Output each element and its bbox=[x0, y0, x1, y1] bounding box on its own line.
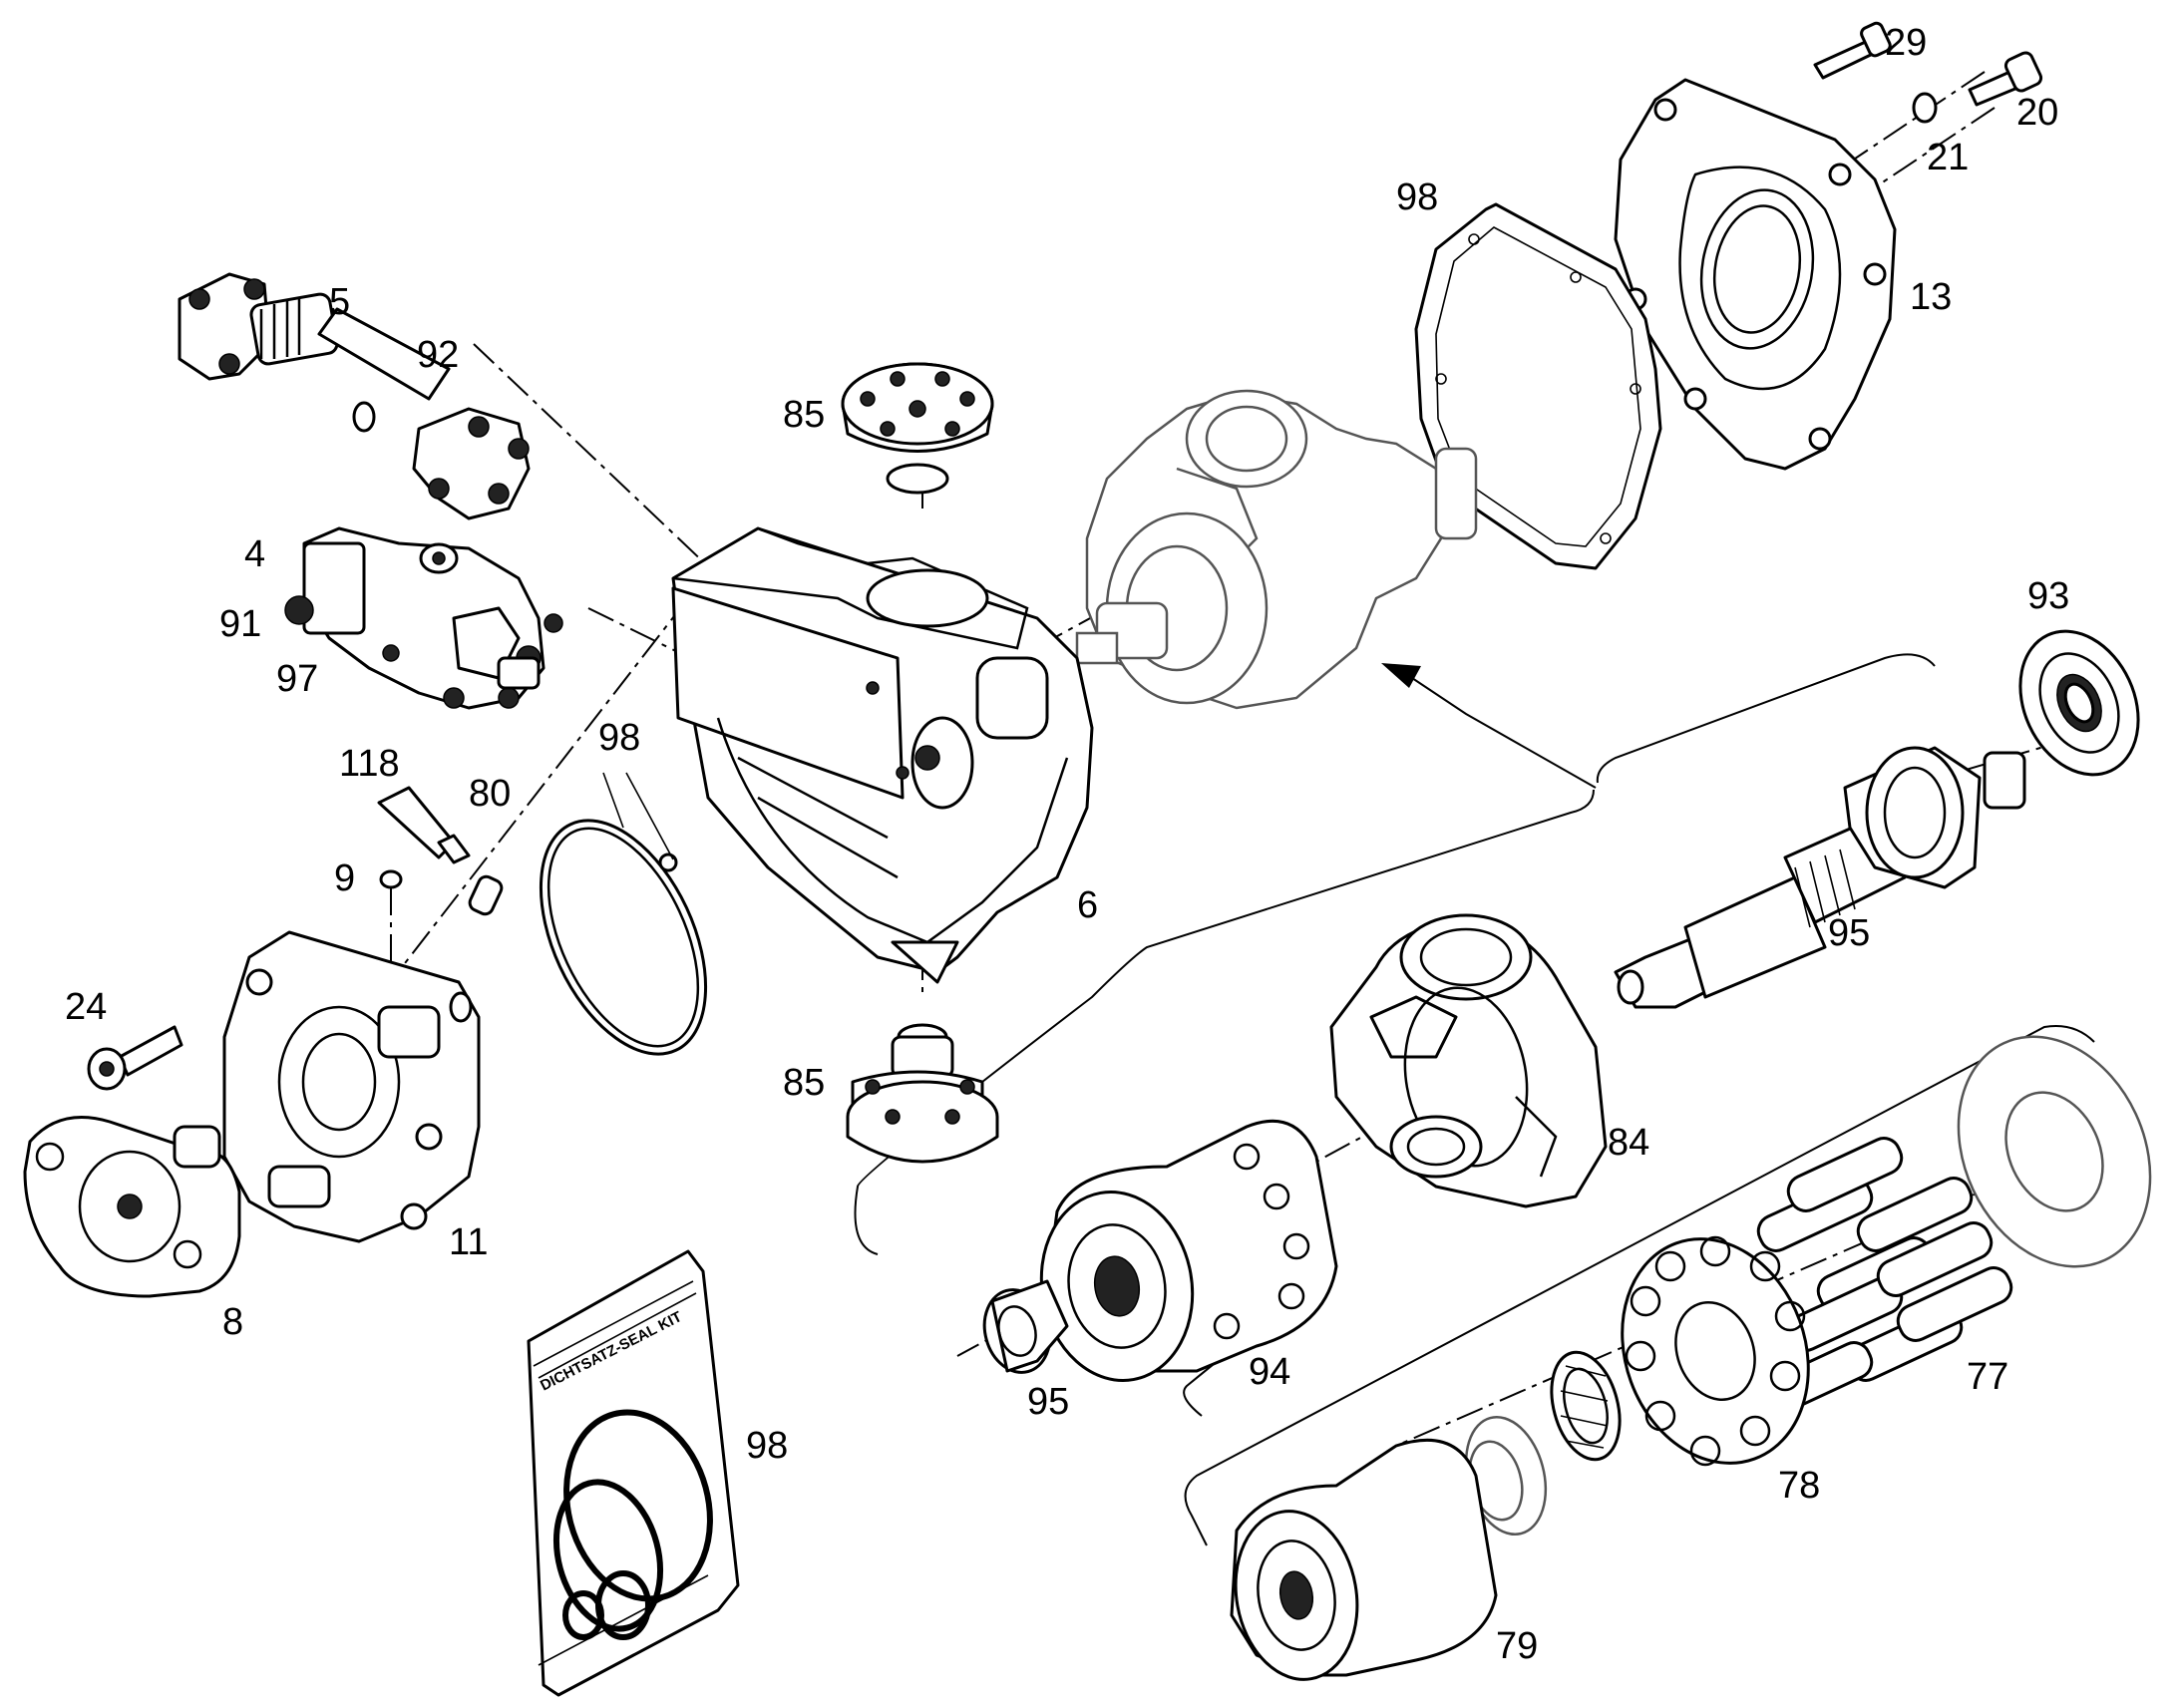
control-device-5 bbox=[178, 272, 531, 520]
label-79: 79 bbox=[1496, 1625, 1538, 1667]
label-29: 29 bbox=[1885, 22, 1927, 64]
assembly-arrow bbox=[1381, 663, 1597, 789]
label-80: 80 bbox=[469, 773, 511, 815]
label-24: 24 bbox=[65, 986, 107, 1028]
spring bbox=[1464, 1415, 1548, 1537]
label-93: 93 bbox=[2027, 575, 2069, 617]
label-13: 13 bbox=[1910, 276, 1952, 318]
label-8: 8 bbox=[222, 1301, 243, 1343]
label-95-shaft: 95 bbox=[1828, 912, 1870, 954]
label-5: 5 bbox=[329, 281, 350, 323]
washer-21 bbox=[1912, 92, 1938, 124]
label-85-top: 85 bbox=[783, 394, 825, 436]
label-98-gasket: 98 bbox=[1396, 176, 1438, 218]
label-9: 9 bbox=[334, 857, 355, 899]
retaining-ball bbox=[1550, 1350, 1622, 1462]
label-97: 97 bbox=[276, 658, 318, 700]
flange-8 bbox=[23, 1116, 241, 1298]
cylinder-block-94 bbox=[1039, 1119, 1338, 1382]
label-92: 92 bbox=[417, 334, 459, 376]
label-98-oring: 98 bbox=[598, 717, 640, 759]
label-95-bearing: 95 bbox=[1027, 1381, 1069, 1423]
screw-29 bbox=[1813, 21, 1892, 80]
port-plate-11 bbox=[222, 930, 481, 1243]
label-91: 91 bbox=[219, 603, 261, 645]
label-20: 20 bbox=[2016, 92, 2058, 134]
swash-plate-disc bbox=[1957, 1035, 2152, 1268]
label-84: 84 bbox=[1608, 1122, 1649, 1164]
cap-85-bottom bbox=[846, 1023, 999, 1164]
screw-9 bbox=[379, 869, 403, 889]
cradle-84 bbox=[1329, 913, 1608, 1208]
drive-shaft-95 bbox=[1614, 746, 2026, 1009]
cap-85-top bbox=[841, 362, 994, 495]
label-85-bottom: 85 bbox=[783, 1062, 825, 1104]
shaft-seal-93 bbox=[2018, 629, 2140, 777]
bearing-95 bbox=[982, 1279, 1069, 1374]
label-11: 11 bbox=[449, 1221, 488, 1263]
cylinder-79 bbox=[1230, 1438, 1498, 1681]
o-ring-98 bbox=[539, 772, 708, 1056]
label-6: 6 bbox=[1077, 884, 1098, 926]
end-cover-13 bbox=[1614, 78, 1897, 471]
label-98-kit: 98 bbox=[746, 1425, 788, 1467]
valve-block-4 bbox=[284, 526, 563, 710]
label-78: 78 bbox=[1778, 1465, 1820, 1507]
label-94: 94 bbox=[1249, 1351, 1290, 1393]
housing-6 bbox=[671, 526, 1094, 984]
retaining-plate-78 bbox=[1621, 1235, 1810, 1467]
seal-kit-bag-98: DICHTSATZ-SEAL KIT bbox=[527, 1249, 740, 1697]
label-77: 77 bbox=[1967, 1356, 2008, 1398]
plug-80 bbox=[468, 874, 504, 916]
screw-20 bbox=[1968, 51, 2043, 107]
tube-118 bbox=[377, 786, 471, 864]
part-labels: 29 20 21 98 13 5 92 85 4 91 97 93 118 80… bbox=[65, 22, 2069, 1667]
label-118: 118 bbox=[339, 743, 400, 785]
label-21: 21 bbox=[1927, 137, 1969, 178]
rotary-group-assembly bbox=[1075, 389, 1478, 710]
label-4: 4 bbox=[244, 533, 265, 575]
bolt-24 bbox=[87, 1025, 183, 1091]
pistons-77 bbox=[1756, 1137, 2013, 1417]
